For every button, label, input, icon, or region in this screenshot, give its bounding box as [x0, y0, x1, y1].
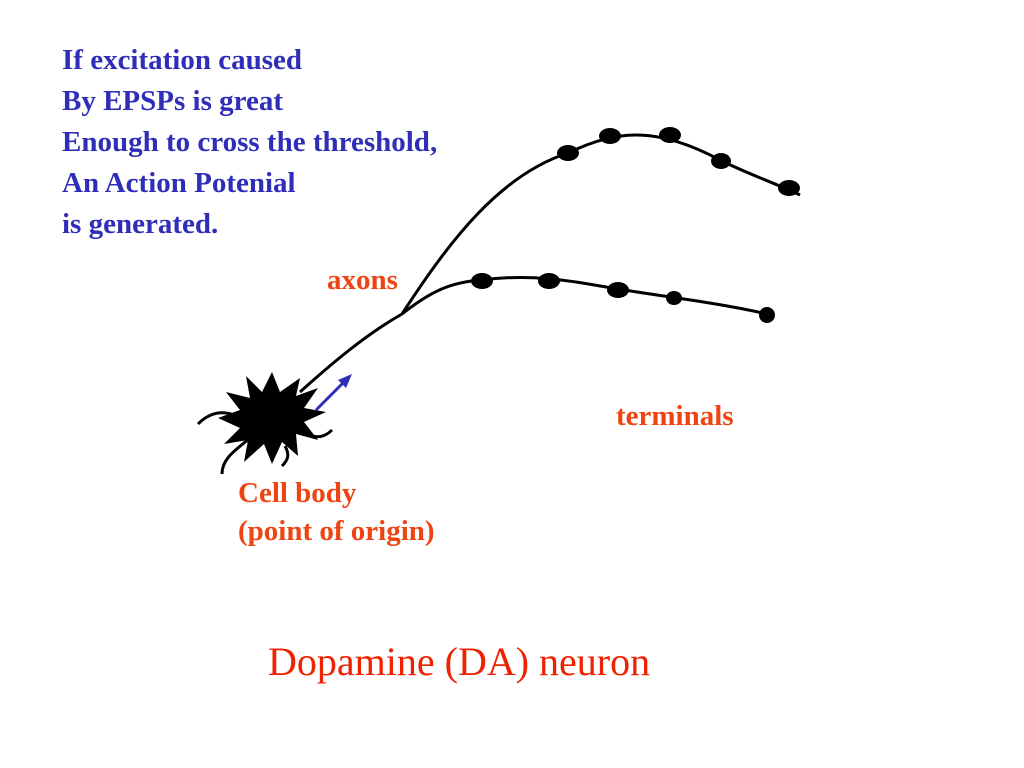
intro-line: Enough to cross the threshold, [62, 126, 438, 158]
intro-text: If excitation caused By EPSPs is great E… [62, 40, 437, 245]
cell-body-label-line1: Cell body [238, 477, 357, 509]
terminal-bouton [659, 127, 681, 143]
dendrite [220, 436, 251, 475]
cell-body-label-line2: (point of origin) [238, 515, 435, 547]
terminal-bouton [557, 145, 579, 161]
terminal-bouton [471, 273, 493, 289]
cell-body-label: Cell body (point of origin) [238, 474, 435, 550]
intro-line: If excitation caused [62, 44, 303, 76]
axons-label: axons [327, 264, 398, 296]
dendrite [280, 445, 290, 468]
terminal-bouton [711, 153, 731, 169]
intro-line: is generated. [62, 208, 219, 240]
terminal-bouton [599, 128, 621, 144]
terminal-bouton [759, 307, 775, 323]
terminal-bouton [666, 291, 682, 305]
axon-trunk [298, 312, 403, 394]
intro-line: An Action Potenial [62, 167, 296, 199]
terminal-bouton [778, 180, 800, 196]
terminal-bouton [538, 273, 560, 289]
spiky-cell-body-icon [218, 372, 326, 464]
terminals-label: terminals [616, 400, 734, 432]
terminal-bouton [607, 282, 629, 298]
slide-title: Dopamine (DA) neuron [268, 639, 651, 684]
arrow-icon [314, 379, 347, 412]
arrow-icon [338, 374, 352, 388]
axon-branch-lower [401, 275, 768, 316]
intro-line: By EPSPs is great [62, 85, 283, 117]
